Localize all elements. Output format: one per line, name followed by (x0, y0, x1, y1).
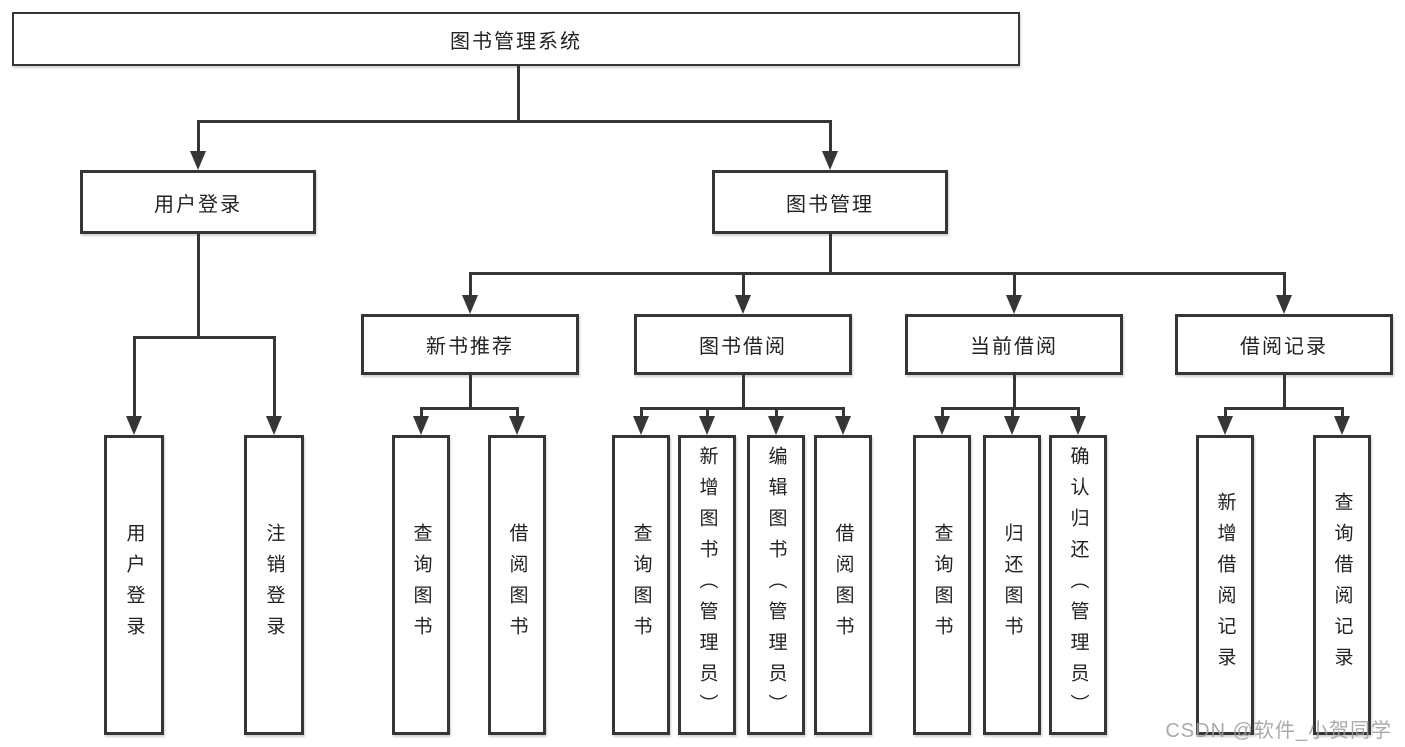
connector-line (517, 66, 520, 120)
connector-line (469, 375, 472, 407)
connector-line (640, 407, 845, 410)
node-label: 新增借阅记录 (1214, 492, 1236, 678)
connector-line (197, 234, 200, 336)
leaf-query-books-recommend: 查询图书 (392, 435, 450, 735)
node-current-borrowing: 当前借阅 (905, 314, 1123, 375)
leaf-borrow-books: 借阅图书 (814, 435, 872, 735)
leaf-borrow-books-recommend: 借阅图书 (488, 435, 546, 735)
node-label: 图书管理 (786, 193, 874, 216)
arrow-down-icon (1004, 416, 1020, 435)
arrow-down-icon (190, 151, 206, 170)
connector-line (1013, 272, 1016, 298)
connector-line (197, 120, 832, 123)
connector-line (941, 407, 944, 418)
connector-line (941, 407, 1080, 410)
node-label: 图书借阅 (699, 336, 787, 358)
node-label: 查询借阅记录 (1331, 492, 1353, 678)
arrow-down-icon (1334, 416, 1350, 435)
connector-line (1283, 375, 1286, 407)
connector-line (1224, 407, 1344, 410)
connector-line (1283, 272, 1286, 298)
connector-line (469, 272, 1286, 275)
node-book-borrowing: 图书借阅 (634, 314, 852, 375)
node-label: 用户登录 (123, 523, 145, 647)
node-label: 注销登录 (263, 523, 285, 647)
arrow-down-icon (1276, 295, 1292, 314)
leaf-confirm-return-admin: 确认归还（管理员） (1049, 435, 1107, 735)
node-label: 归还图书 (1001, 523, 1023, 647)
node-borrow-records: 借阅记录 (1175, 314, 1393, 375)
leaf-logout: 注销登录 (244, 435, 304, 735)
arrow-down-icon (934, 416, 950, 435)
arrow-down-icon (1070, 416, 1086, 435)
arrow-down-icon (699, 416, 715, 435)
leaf-query-books-borrowing: 查询图书 (612, 435, 670, 735)
connector-line (197, 120, 200, 153)
node-label: 新增图书（管理员） (696, 445, 718, 725)
leaf-add-book-admin: 新增图书（管理员） (678, 435, 736, 735)
connector-line (829, 234, 832, 272)
node-label: 图书管理系统 (450, 30, 582, 53)
connector-line (706, 407, 709, 418)
arrow-down-icon (126, 416, 142, 435)
connector-line (1011, 407, 1014, 418)
arrow-down-icon (1217, 416, 1233, 435)
node-label: 新书推荐 (426, 336, 514, 358)
node-book-management: 图书管理 (712, 170, 948, 234)
connector-line (1224, 407, 1227, 418)
connector-line (829, 120, 832, 153)
node-label: 用户登录 (154, 193, 242, 216)
node-label: 当前借阅 (970, 336, 1058, 358)
node-user-login: 用户登录 (80, 170, 316, 234)
leaf-query-borrow-record: 查询借阅记录 (1313, 435, 1371, 735)
csdn-watermark: CSDN @软件_小贺同学 (1165, 720, 1392, 742)
connector-line (775, 407, 778, 418)
arrow-down-icon (735, 295, 751, 314)
node-label: 借阅图书 (506, 523, 528, 647)
connector-line (1013, 375, 1016, 407)
connector-line (133, 336, 276, 339)
arrow-down-icon (509, 416, 525, 435)
arrow-down-icon (835, 416, 851, 435)
node-label: 借阅图书 (832, 523, 854, 647)
node-library-system: 图书管理系统 (12, 12, 1020, 66)
leaf-user-login: 用户登录 (104, 435, 164, 735)
connector-line (1341, 407, 1344, 418)
arrow-down-icon (633, 416, 649, 435)
connector-line (420, 407, 519, 410)
connector-line (742, 272, 745, 298)
connector-line (842, 407, 845, 418)
node-label: 查询图书 (630, 523, 652, 647)
node-label: 查询图书 (931, 523, 953, 647)
connector-line (273, 336, 276, 418)
connector-line (133, 336, 136, 418)
leaf-add-borrow-record: 新增借阅记录 (1196, 435, 1254, 735)
node-label: 编辑图书（管理员） (765, 445, 787, 725)
arrow-down-icon (1006, 295, 1022, 314)
arrow-down-icon (462, 295, 478, 314)
connector-line (469, 272, 472, 298)
node-label: 查询图书 (410, 523, 432, 647)
leaf-return-book: 归还图书 (983, 435, 1041, 735)
arrow-down-icon (822, 151, 838, 170)
node-new-book-recommend: 新书推荐 (361, 314, 579, 375)
arrow-down-icon (413, 416, 429, 435)
connector-line (1077, 407, 1080, 418)
connector-line (516, 407, 519, 418)
leaf-edit-book-admin: 编辑图书（管理员） (747, 435, 805, 735)
connector-line (420, 407, 423, 418)
arrow-down-icon (768, 416, 784, 435)
connector-line (640, 407, 643, 418)
node-label: 借阅记录 (1240, 336, 1328, 358)
arrow-down-icon (266, 416, 282, 435)
node-label: 确认归还（管理员） (1067, 445, 1089, 725)
connector-line (742, 375, 745, 407)
leaf-query-books-current: 查询图书 (913, 435, 971, 735)
